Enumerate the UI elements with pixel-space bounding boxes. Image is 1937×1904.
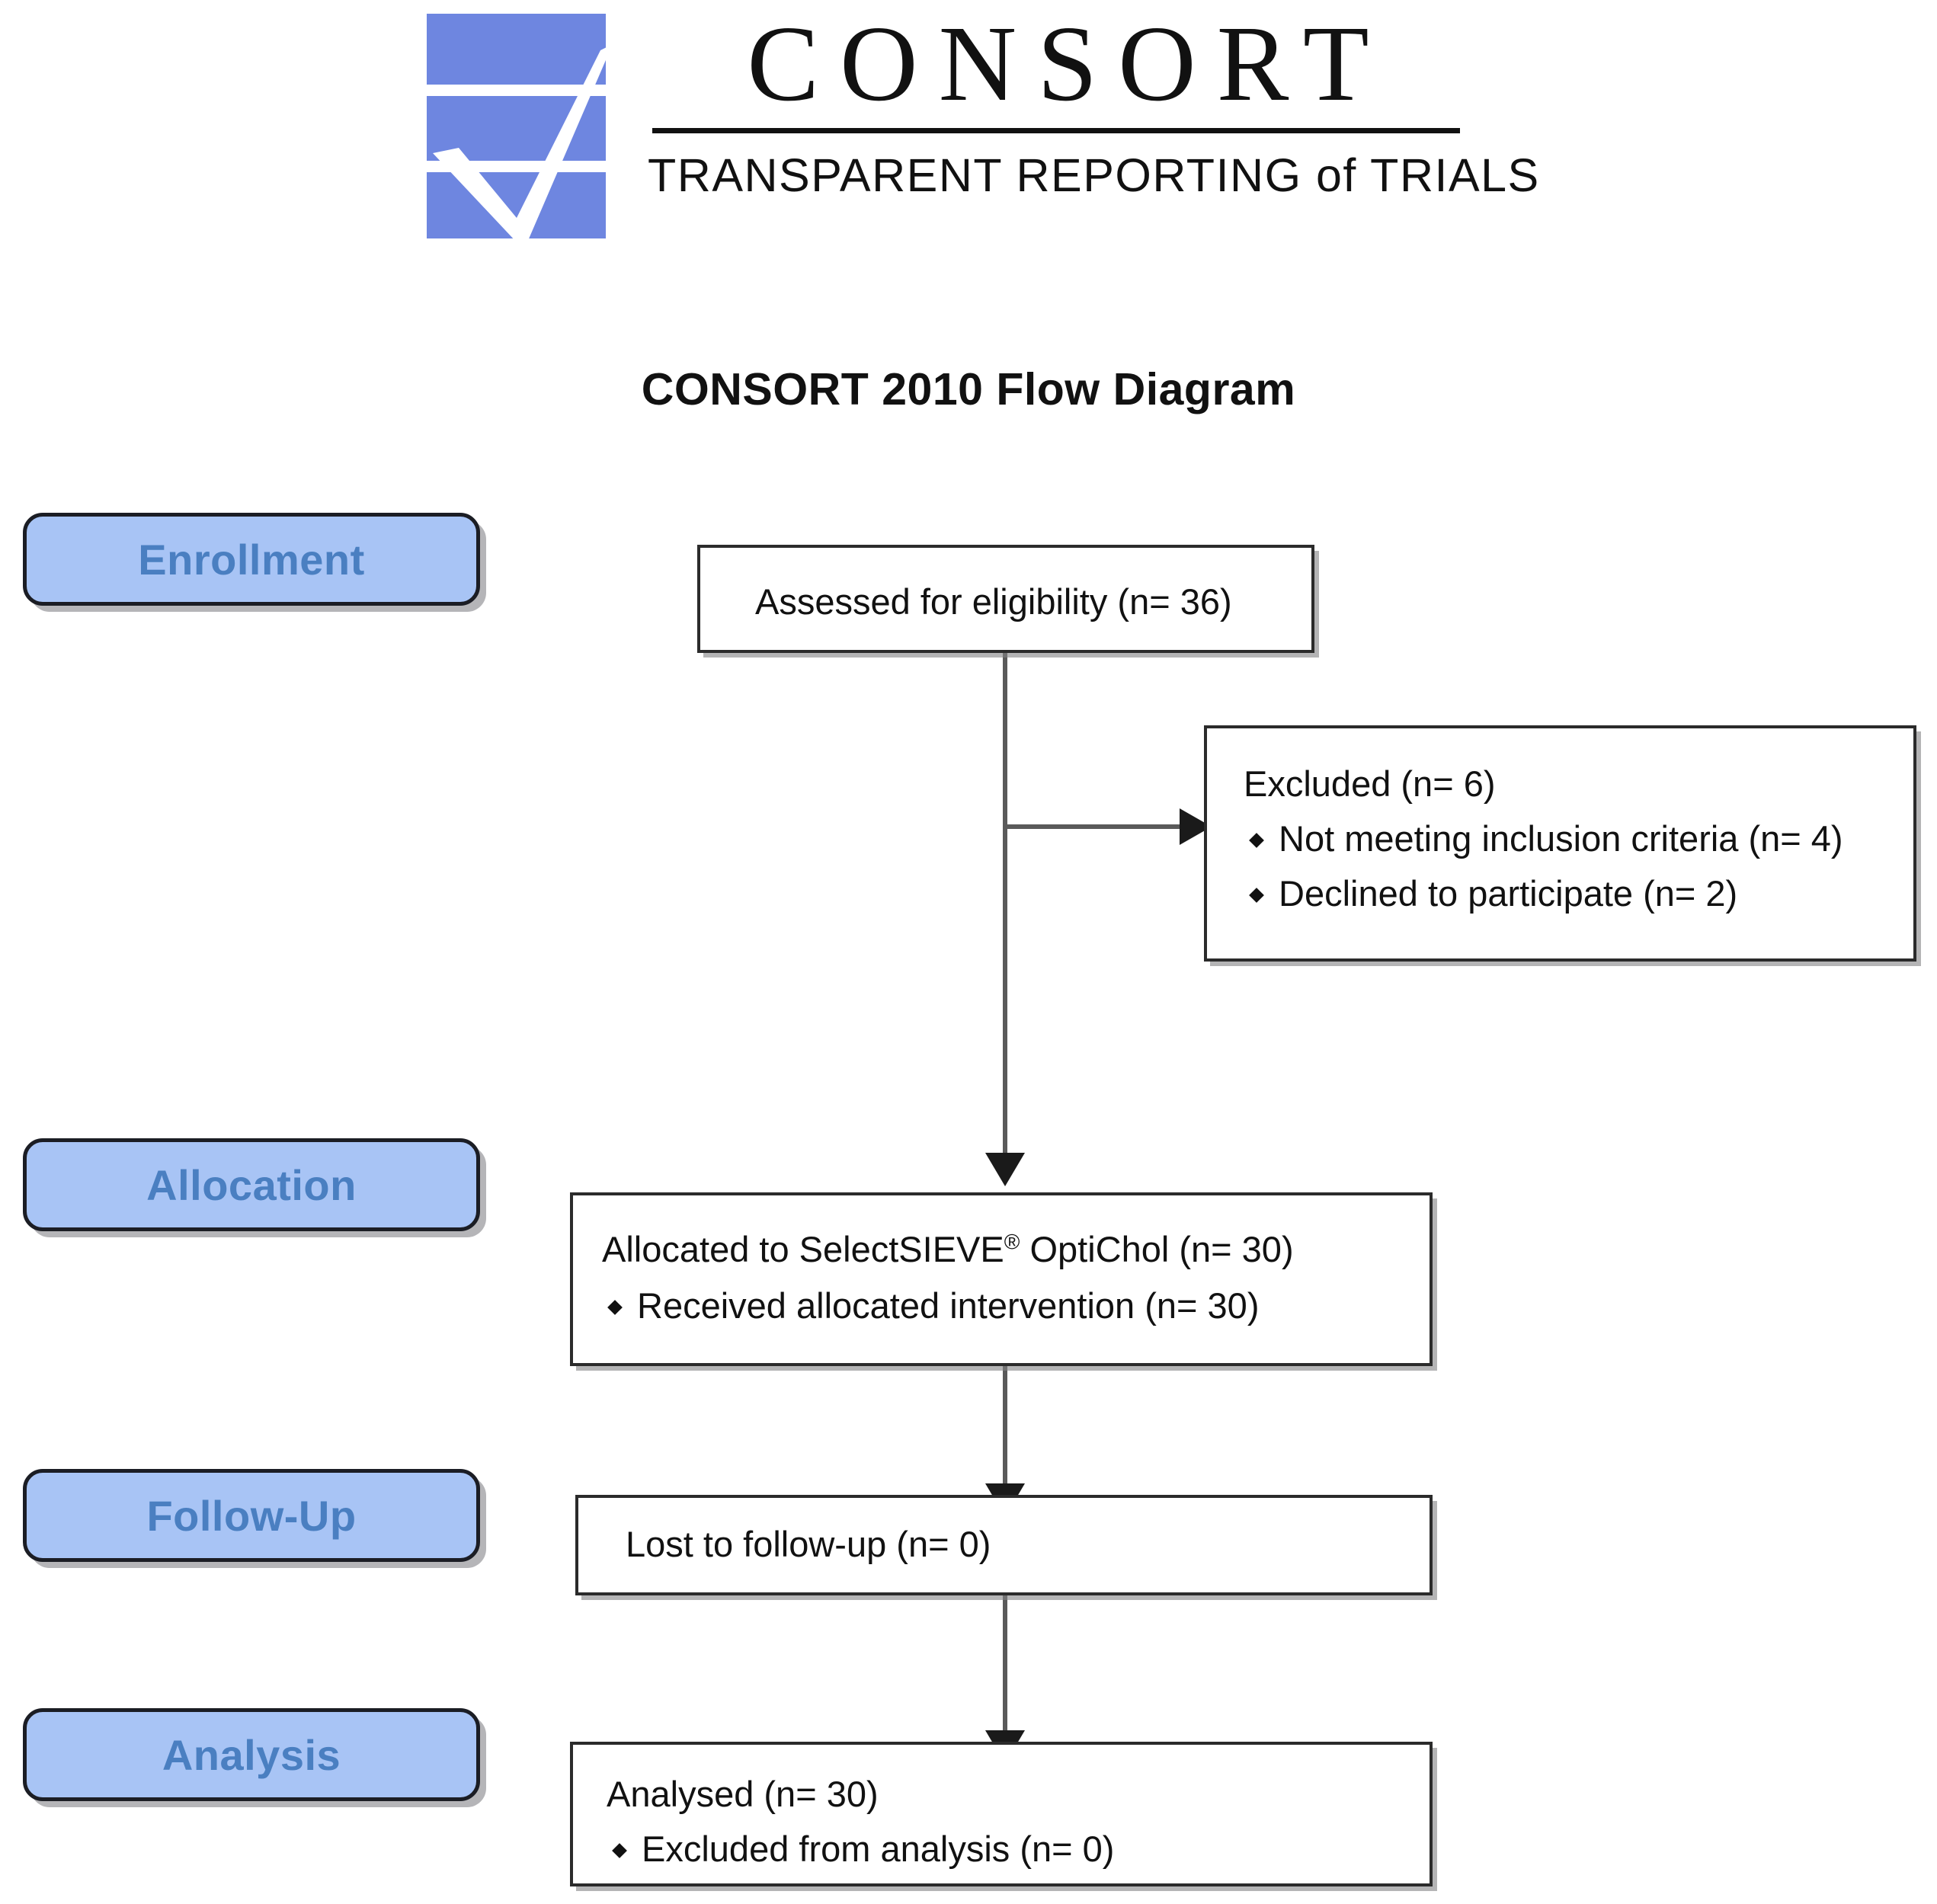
stage-label-follow-up-text: Follow-Up [146,1491,357,1540]
excluded-box: Excluded (n= 6) Not meeting inclusion cr… [1204,725,1916,962]
followup-line-1: Lost to follow-up (n= 0) [626,1524,991,1564]
consort-logo-mark [427,14,613,242]
arrowhead-to-allocation [985,1153,1025,1186]
analysis-line-heading: Analysed (n= 30) [607,1774,879,1814]
stage-label-enrollment: Enrollment [23,513,480,606]
consort-logo: CONSORT TRANSPARENT REPORTING of TRIALS [427,3,1540,242]
connector-followup-to-analysis [1003,1595,1007,1740]
logo-band-top [427,14,606,85]
allocation-box: Allocated to SelectSIEVE® OptiChol (n= 3… [570,1192,1433,1366]
checkmark-icon [433,44,613,242]
stage-label-analysis-text: Analysis [162,1730,341,1779]
allocation-product-prefix: Allocated to SelectSIEVE [602,1229,1004,1269]
eligibility-line-1: Assessed for eligibility (n= 36) [755,581,1232,622]
analysis-bullet-1: Excluded from analysis (n= 0) [607,1830,1430,1868]
consort-tagline: TRANSPARENT REPORTING of TRIALS [648,149,1540,201]
stage-label-enrollment-text: Enrollment [138,535,365,584]
connector-eligibility-trunk [1003,653,1007,1156]
excluded-line-heading: Excluded (n= 6) [1244,763,1496,804]
stage-label-follow-up: Follow-Up [23,1469,480,1562]
stage-label-analysis: Analysis [23,1708,480,1801]
page-title: CONSORT 2010 Flow Diagram [641,364,1296,414]
registered-trademark-icon: ® [1004,1230,1020,1254]
allocation-bullet-1: Received allocated intervention (n= 30) [602,1287,1430,1325]
consort-wordmark-text: CONSORT [747,3,1390,123]
stage-label-allocation: Allocation [23,1138,480,1231]
excluded-bullet-2: Declined to participate (n= 2) [1244,875,1913,913]
allocation-product-suffix: OptiChol (n= 30) [1020,1229,1294,1269]
follow-up-box: Lost to follow-up (n= 0) [575,1495,1433,1595]
connector-allocation-to-followup [1003,1364,1007,1493]
assessed-for-eligibility-box: Assessed for eligibility (n= 36) [697,545,1314,653]
excluded-bullet-1: Not meeting inclusion criteria (n= 4) [1244,820,1913,858]
allocation-line-heading: Allocated to SelectSIEVE® OptiChol (n= 3… [602,1230,1430,1269]
consort-wordmark: CONSORT TRANSPARENT REPORTING of TRIALS [648,3,1540,201]
connector-branch-to-excluded [1003,824,1209,829]
logo-divider-rule [652,128,1460,133]
analysis-box: Analysed (n= 30) Excluded from analysis … [570,1742,1433,1886]
stage-label-allocation-text: Allocation [146,1160,357,1209]
